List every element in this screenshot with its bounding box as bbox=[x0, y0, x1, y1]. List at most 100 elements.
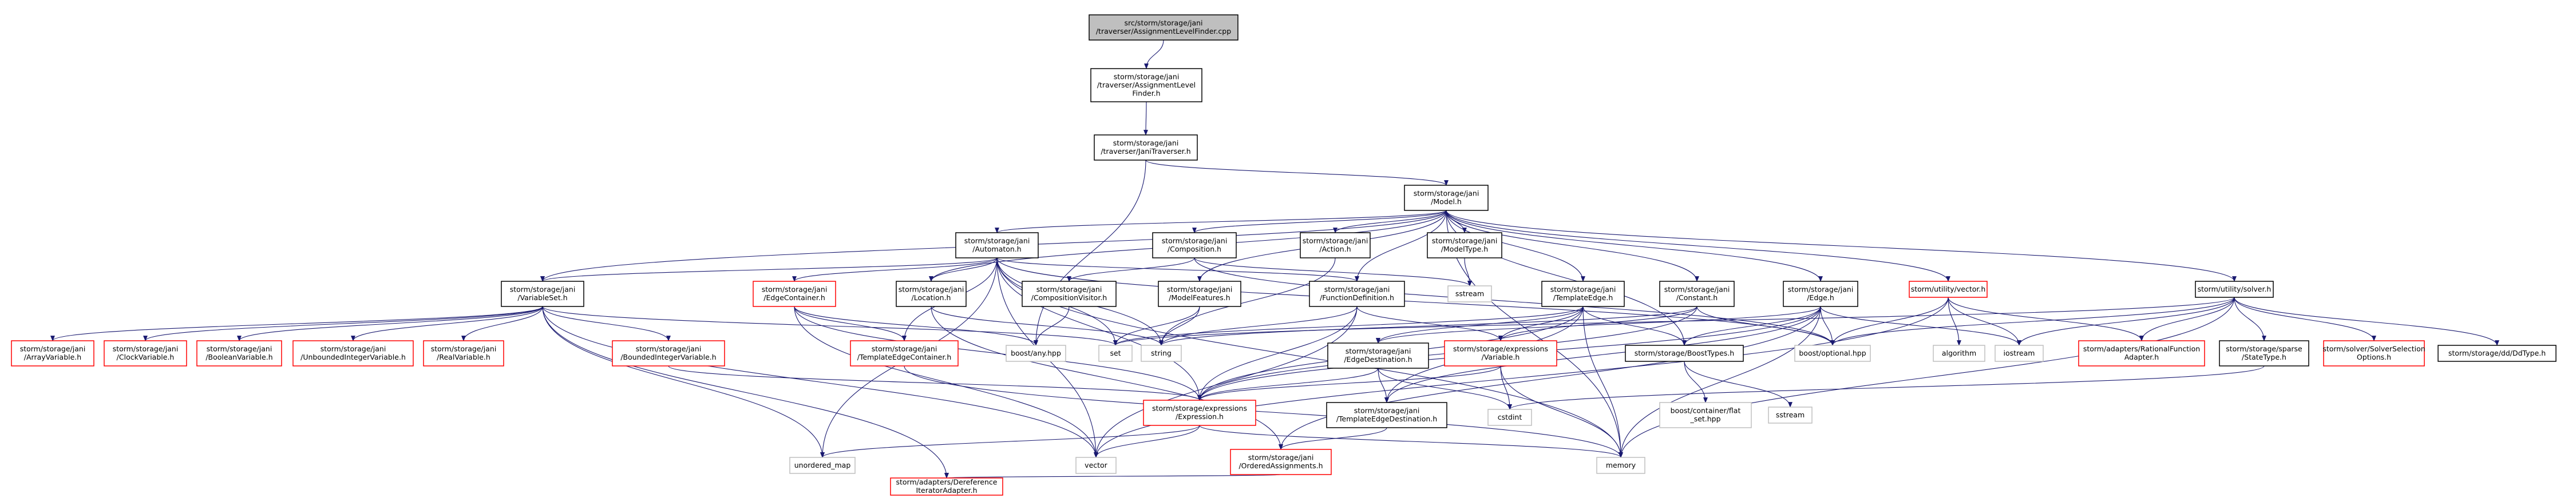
node-expression_h[interactable]: storm/storage/expressions/Expression.h bbox=[1143, 400, 1256, 426]
node-composition_h[interactable]: storm/storage/jani/Composition.h bbox=[1152, 232, 1237, 258]
node-trav_h[interactable]: storm/storage/jani/traverser/JaniTravers… bbox=[1094, 134, 1198, 161]
node-arrayvar_h[interactable]: storm/storage/jani/ArrayVariable.h bbox=[11, 340, 94, 366]
node-memory[interactable]: memory bbox=[1596, 457, 1645, 474]
node-sstream_top[interactable]: sstream bbox=[1447, 285, 1492, 302]
node-boosttypes_h[interactable]: storm/storage/BoostTypes.h bbox=[1625, 345, 1744, 362]
node-modeltype_h[interactable]: storm/storage/jani/ModelType.h bbox=[1427, 232, 1502, 258]
node-box bbox=[1487, 409, 1532, 426]
edge-solver_h-to-memory bbox=[1619, 297, 2235, 458]
node-model_h[interactable]: storm/storage/jani/Model.h bbox=[1404, 185, 1489, 211]
node-string[interactable]: string bbox=[1141, 345, 1182, 362]
node-label-line: storm/storage/jani bbox=[1114, 72, 1180, 81]
node-variableset_h[interactable]: storm/storage/jani/VariableSet.h bbox=[501, 281, 584, 307]
edge-edgedest_h-to-templedgedest_h bbox=[1378, 368, 1389, 403]
node-root[interactable]: src/storm/storage/jani/traverser/Assignm… bbox=[1089, 14, 1238, 41]
node-cstdint[interactable]: cstdint bbox=[1487, 409, 1532, 426]
node-templedgedest_h[interactable]: storm/storage/jani/TemplateEdgeDestinati… bbox=[1326, 402, 1447, 428]
edge-automaton_h-to-location_h bbox=[929, 257, 998, 282]
edge-bintvar_h-to-expression_h bbox=[668, 365, 1202, 401]
node-unbintvar_h[interactable]: storm/storage/jani/UnboundedIntegerVaria… bbox=[292, 340, 414, 366]
node-set[interactable]: set bbox=[1098, 345, 1133, 362]
node-statetype_h[interactable]: storm/storage/sparse/StateType.h bbox=[2219, 340, 2309, 366]
node-box bbox=[1995, 345, 2044, 362]
node-box bbox=[1006, 345, 1066, 362]
edge-variableset_h-to-unordered_map bbox=[542, 306, 825, 458]
node-label-line: /EdgeDestination.h bbox=[1344, 355, 1412, 364]
node-bintvar_h[interactable]: storm/storage/jani/BoundedIntegerVariabl… bbox=[612, 340, 725, 366]
edge-exprvariable_h-to-cstdint bbox=[1500, 365, 1512, 410]
node-tedgecont_h[interactable]: storm/storage/jani/TemplateEdgeContainer… bbox=[850, 340, 959, 366]
node-label-line: memory bbox=[1606, 461, 1636, 469]
node-box bbox=[1022, 281, 1117, 307]
node-label-line: storm/adapters/Dereference bbox=[896, 478, 997, 487]
node-exprvariable_h[interactable]: storm/storage/expressions/Variable.h bbox=[1444, 340, 1557, 366]
node-label-line: storm/storage/jani bbox=[964, 237, 1030, 245]
node-box bbox=[2195, 281, 2274, 298]
node-label-line: storm/storage/jani bbox=[20, 345, 86, 353]
edge-trav_h-to-model_h bbox=[1145, 160, 1449, 186]
edge-solver_h-to-solversel_h bbox=[2234, 297, 2376, 341]
node-constant_h[interactable]: storm/storage/jani/Constant.h bbox=[1659, 281, 1735, 307]
edge-solver_h-to-set bbox=[1113, 297, 2235, 346]
node-label-line: storm/storage/jani bbox=[899, 285, 964, 294]
node-deref_h[interactable]: storm/adapters/DereferenceIteratorAdapte… bbox=[890, 477, 1003, 496]
edge-expression_h-to-memory bbox=[1199, 425, 1623, 458]
node-unordered_map[interactable]: unordered_map bbox=[789, 457, 856, 474]
node-label-line: Options.h bbox=[2357, 353, 2391, 361]
node-label-line: storm/adapters/RationalFunction bbox=[2083, 345, 2200, 353]
node-label-line: vector bbox=[1085, 461, 1108, 469]
edge-edge_h-to-boostoptional bbox=[1820, 306, 1835, 346]
node-edgedest_h[interactable]: storm/storage/jani/EdgeDestination.h bbox=[1327, 342, 1429, 369]
edge-edge_h-to-orderedassign_h bbox=[1279, 306, 1821, 450]
node-funcdef_h[interactable]: storm/storage/jani/FunctionDefinition.h bbox=[1309, 281, 1405, 307]
edge-variableset_h-to-unbintvar_h bbox=[351, 306, 543, 341]
node-realvar_h[interactable]: storm/storage/jani/RealVariable.h bbox=[423, 340, 504, 366]
edge-templateedge_h-to-memory bbox=[1582, 306, 1623, 458]
node-vector_util_h[interactable]: storm/utility/vector.h bbox=[1909, 281, 1988, 298]
node-orderedassign_h[interactable]: storm/storage/jani/OrderedAssignments.h bbox=[1230, 449, 1332, 475]
node-modelfeatures_h[interactable]: storm/storage/jani/ModelFeatures.h bbox=[1158, 281, 1241, 307]
node-box bbox=[2219, 340, 2309, 366]
node-flatset[interactable]: boost/container/flat_set.hpp bbox=[1659, 402, 1752, 428]
node-vector[interactable]: vector bbox=[1075, 457, 1117, 474]
edge-action_h-to-string bbox=[1159, 257, 1336, 346]
node-solver_h[interactable]: storm/utility/solver.h bbox=[2195, 281, 2274, 298]
node-sstream_bot[interactable]: sstream bbox=[1768, 407, 1813, 424]
node-templateedge_h[interactable]: storm/storage/jani/TemplateEdge.h bbox=[1541, 281, 1625, 307]
edge-location_h-to-string bbox=[931, 306, 1164, 346]
edge-variableset_h-to-set bbox=[542, 306, 1118, 346]
node-clockvar_h[interactable]: storm/storage/jani/ClockVariable.h bbox=[104, 340, 187, 366]
edge-model_h-to-funcdef_h bbox=[1355, 210, 1447, 282]
node-label-line: storm/storage/jani bbox=[1248, 453, 1314, 462]
node-label-line: /VariableSet.h bbox=[517, 293, 567, 302]
node-edge_h[interactable]: storm/storage/jani/Edge.h bbox=[1783, 281, 1858, 307]
node-boostoptional[interactable]: boost/optional.hpp bbox=[1794, 345, 1871, 362]
node-label-line: /StateType.h bbox=[2242, 353, 2286, 361]
node-ddtype_h[interactable]: storm/storage/dd/DdType.h bbox=[2437, 345, 2557, 362]
node-label-line: string bbox=[1151, 349, 1172, 357]
edge-funcdef_h-to-expression_h bbox=[1197, 306, 1358, 401]
edge-edgedest_h-to-expression_h bbox=[1197, 368, 1379, 401]
edge-variableset_h-to-bintvar_h bbox=[542, 306, 671, 341]
node-alf_h[interactable]: storm/storage/jani/traverser/AssignmentL… bbox=[1090, 68, 1202, 102]
node-label-line: storm/storage/jani bbox=[762, 285, 828, 294]
node-compvisitor_h[interactable]: storm/storage/jani/CompositionVisitor.h bbox=[1022, 281, 1117, 307]
node-automaton_h[interactable]: storm/storage/jani/Automaton.h bbox=[955, 232, 1039, 258]
node-algorithm[interactable]: algorithm bbox=[1933, 345, 1985, 362]
node-boostany[interactable]: boost/any.hpp bbox=[1006, 345, 1066, 362]
node-edgecontainer_h[interactable]: storm/storage/jani/EdgeContainer.h bbox=[753, 281, 836, 307]
node-box bbox=[850, 340, 959, 366]
node-box bbox=[1659, 281, 1735, 307]
node-label-line: boost/any.hpp bbox=[1011, 349, 1061, 357]
node-iostream[interactable]: iostream bbox=[1995, 345, 2044, 362]
node-label-line: /Variable.h bbox=[1482, 353, 1520, 361]
node-action_h[interactable]: storm/storage/jani/Action.h bbox=[1300, 232, 1371, 258]
node-boolvar_h[interactable]: storm/storage/jani/BooleanVariable.h bbox=[196, 340, 282, 366]
node-label-line: /TemplateEdgeDestination.h bbox=[1336, 415, 1437, 423]
node-label-line: storm/storage/jani bbox=[1550, 285, 1616, 294]
node-box bbox=[612, 340, 725, 366]
node-location_h[interactable]: storm/storage/jani/Location.h bbox=[896, 281, 967, 307]
